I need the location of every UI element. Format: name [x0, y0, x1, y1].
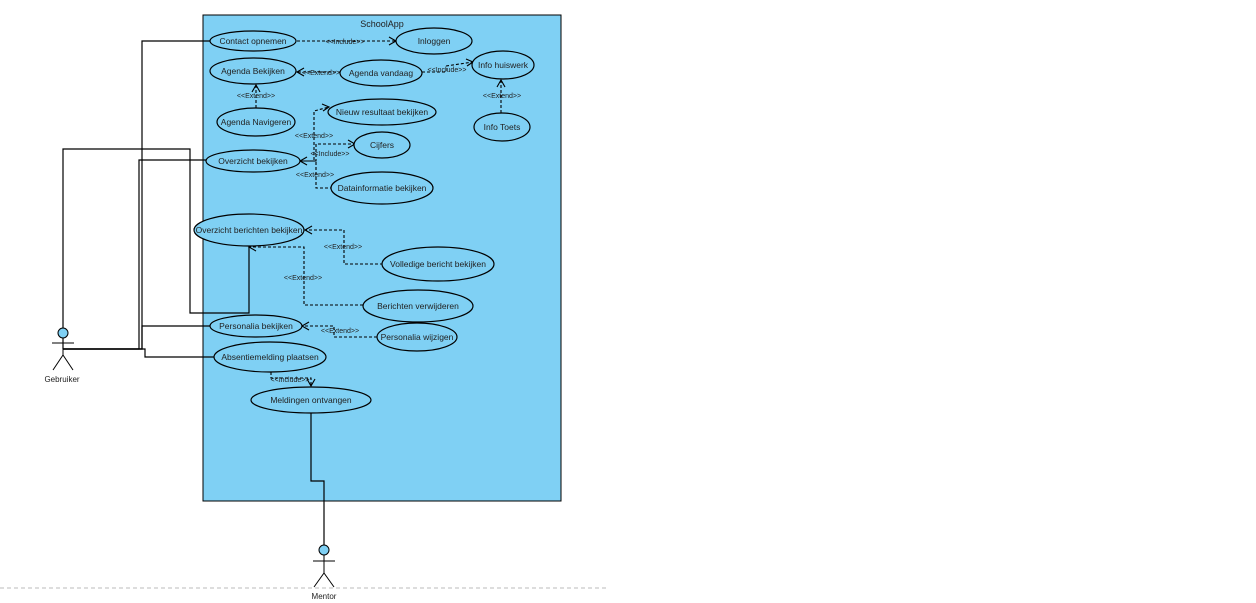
relation-labels: <<Include>> <<Extend>> <<Include>> <<Ext…	[237, 39, 521, 384]
dep-volledig-extend[interactable]	[305, 229, 383, 265]
label-resultaat-extend: <<Extend>>	[295, 133, 333, 140]
dep-personalia-extend[interactable]	[302, 325, 377, 338]
use-case-shape	[339, 59, 423, 87]
system-boundary[interactable]	[202, 14, 562, 502]
use-case-shape	[376, 322, 458, 352]
use-case-shape	[330, 171, 434, 205]
use-case-meldingen[interactable]: Meldingen ontvangen	[250, 386, 372, 414]
use-case-label: Agenda Navigeren	[221, 117, 292, 127]
use-case-label: Meldingen ontvangen	[270, 395, 352, 405]
use-case-label: Overzicht bekijken	[218, 156, 288, 166]
use-case-label: Personalia bekijken	[219, 321, 293, 331]
use-case-agenda-vandaag[interactable]: Agenda vandaag	[339, 59, 423, 87]
use-case-label: Volledige bericht bekijken	[390, 259, 486, 269]
label-volledig-extend: <<Extend>>	[324, 244, 362, 251]
use-case-shape	[381, 246, 495, 282]
use-case-shape	[216, 107, 296, 137]
use-case-shape	[473, 112, 531, 142]
use-case-shape	[213, 341, 327, 373]
use-case-volledige-bericht[interactable]: Volledige bericht bekijken	[381, 246, 495, 282]
dep-agenda-vandaag-include[interactable]	[422, 61, 474, 73]
actor-gebruiker[interactable]: Gebruiker	[44, 327, 80, 384]
use-case-shape	[205, 149, 301, 173]
use-case-shape	[193, 213, 305, 247]
use-case-label: Berichten verwijderen	[377, 301, 459, 311]
use-case-label: Contact opnemen	[219, 36, 286, 46]
dep-meldingen-include[interactable]	[270, 372, 312, 386]
use-case-label: Agenda Bekijken	[221, 66, 285, 76]
assoc-personalia[interactable]	[63, 325, 211, 350]
use-case-shape	[250, 386, 372, 414]
use-case-label: Inloggen	[418, 36, 451, 46]
use-case-label: Datainformatie bekijken	[338, 183, 427, 193]
actor-mentor[interactable]: Mentor	[312, 544, 337, 601]
assoc-overzicht[interactable]	[63, 159, 207, 350]
user-associations	[62, 40, 250, 358]
arrowhead	[306, 378, 316, 388]
use-case-overzicht-berichten[interactable]: Overzicht berichten bekijken	[193, 213, 305, 247]
use-case-agenda-bekijken[interactable]: Agenda Bekijken	[209, 57, 297, 85]
use-case-shape	[395, 27, 473, 55]
system-title: SchoolApp	[360, 19, 404, 29]
assoc-overzicht-berichten[interactable]	[62, 148, 250, 349]
arrowhead	[295, 67, 305, 77]
use-case-shape	[362, 289, 474, 323]
label-cijfers-include: <<Include>>	[311, 151, 350, 158]
arrowhead	[496, 78, 506, 88]
use-case-agenda-navigeren[interactable]: Agenda Navigeren	[216, 107, 296, 137]
assoc-meldingen-mentor[interactable]	[310, 413, 325, 547]
dep-verwijderen-extend[interactable]	[249, 246, 363, 306]
use-case-absentiemelding[interactable]: Absentiemelding plaatsen	[213, 341, 327, 373]
use-case-personalia[interactable]: Personalia bekijken	[209, 314, 303, 338]
assoc-absentiemelding[interactable]	[63, 348, 215, 358]
use-case-label: Agenda vandaag	[349, 68, 414, 78]
label-contact-inloggen: <<Include>>	[326, 39, 365, 46]
use-case-shape	[471, 50, 535, 80]
use-case-datainformatie[interactable]: Datainformatie bekijken	[330, 171, 434, 205]
label-agenda-extend: <<Extend>>	[302, 70, 340, 77]
dep-datainfo-extend[interactable]	[300, 160, 333, 189]
use-case-shape	[209, 57, 297, 85]
use-case-info-toets[interactable]: Info Toets	[473, 112, 531, 142]
use-case-shape	[209, 30, 297, 52]
label-personalia-extend: <<Extend>>	[321, 328, 359, 335]
use-case-label: Overzicht berichten bekijken	[196, 225, 303, 235]
use-case-shape	[209, 314, 303, 338]
label-navigeren-extend: <<Extend>>	[237, 93, 275, 100]
label-toets-extend: <<Extend>>	[483, 93, 521, 100]
actor-label: Gebruiker	[44, 375, 79, 384]
label-verwijderen-extend: <<Extend>>	[284, 275, 322, 282]
use-case-shape	[327, 98, 437, 126]
use-case-personalia-wijzigen[interactable]: Personalia wijzigen	[376, 322, 458, 352]
label-datainfo-extend: <<Extend>>	[296, 172, 334, 179]
assoc-contact[interactable]	[63, 40, 211, 350]
use-case-label: Personalia wijzigen	[381, 332, 454, 342]
stick-figure-icon	[52, 327, 74, 371]
stick-figure-icon	[313, 544, 335, 588]
arrowhead	[251, 83, 261, 93]
use-case-label: Cijfers	[370, 140, 394, 150]
use-case-inloggen[interactable]: Inloggen	[395, 27, 473, 55]
label-agenda-vandaag-include: <<Include>>	[428, 67, 467, 74]
use-case-contact[interactable]: Contact opnemen	[209, 30, 297, 52]
use-case-label: Absentiemelding plaatsen	[221, 352, 319, 362]
actor-label: Mentor	[312, 592, 337, 601]
use-case-info-huiswerk[interactable]: Info huiswerk	[471, 50, 535, 80]
use-case-berichten-verwijderen[interactable]: Berichten verwijderen	[362, 289, 474, 323]
use-case-nieuw-resultaat[interactable]: Nieuw resultaat bekijken	[327, 98, 437, 126]
label-meldingen-include: <<Include>>	[271, 377, 310, 384]
use-case-overzicht[interactable]: Overzicht bekijken	[205, 149, 301, 173]
use-case-shape	[353, 131, 411, 159]
use-case-label: Nieuw resultaat bekijken	[336, 107, 428, 117]
arrowhead	[303, 225, 313, 235]
use-case-cijfers[interactable]: Cijfers	[353, 131, 411, 159]
use-case-label: Info huiswerk	[478, 60, 529, 70]
use-case-label: Info Toets	[484, 122, 521, 132]
arrowhead	[321, 103, 331, 112]
